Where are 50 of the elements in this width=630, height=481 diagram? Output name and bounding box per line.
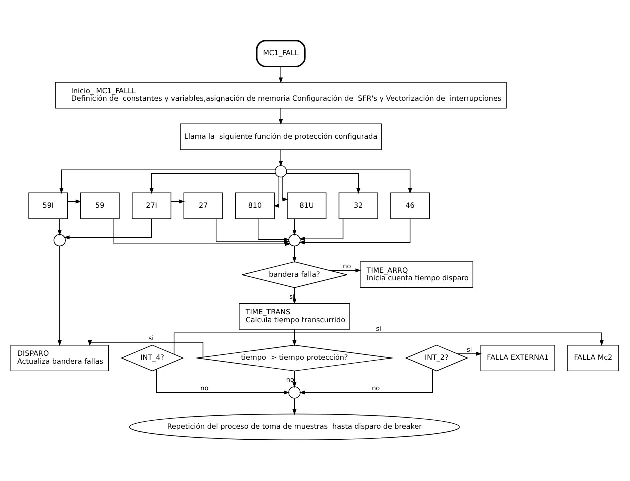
- arrow: [60, 170, 276, 194]
- node-box: Inicio_ MC1_FALLL Definición de constantes y variables,asignación de memoria Configuración de SFR's y Vectorización de interrupciones: [55, 82, 507, 109]
- arrow: [258, 218, 290, 242]
- node-circle: [54, 234, 66, 247]
- arrow: [88, 340, 204, 358]
- arrow: [286, 173, 361, 194]
- arrow: [329, 268, 362, 273]
- arrow: [58, 246, 62, 346]
- node-box: 46: [390, 192, 430, 220]
- node-box: 59I: [28, 192, 68, 220]
- node-box: 32: [338, 192, 378, 220]
- arrow: [292, 288, 297, 305]
- node-ellipse: Repetición del proceso de toma de muestras hasta disparo de breaker: [129, 414, 460, 440]
- arrow: [150, 173, 276, 194]
- arrow: [300, 369, 434, 395]
- arrow: [174, 332, 604, 355]
- node-diamond: tiempo > tiempo protección?: [196, 344, 394, 372]
- arrow: [292, 218, 297, 236]
- node-box: 27: [184, 192, 224, 220]
- node-box: MC1_FALL: [256, 40, 306, 68]
- arrow: [279, 150, 284, 167]
- arrow: [292, 398, 297, 416]
- node-box: 81U: [287, 192, 327, 220]
- node-box: TIME_TRANS Calcula tiempo transcurrido: [239, 303, 350, 330]
- node-box: Llama la siguiente función de protección configurada: [180, 124, 382, 150]
- arrow: [292, 329, 297, 346]
- arrow: [279, 66, 284, 84]
- node-circle: [274, 165, 288, 178]
- node-box: 27I: [132, 192, 172, 220]
- node-diamond: INT_4?: [120, 344, 184, 372]
- node-circle: [288, 234, 301, 247]
- arrow: [274, 176, 280, 208]
- arrow: [58, 218, 62, 236]
- arrow: [156, 369, 290, 395]
- node-box: 59: [80, 192, 120, 220]
- node-box: 810: [235, 192, 275, 220]
- arrow: [282, 176, 288, 202]
- arrow: [457, 352, 482, 356]
- node-box: FALLA Mc2: [568, 344, 620, 372]
- arrow: [286, 170, 412, 194]
- arrow: [299, 218, 344, 242]
- arrow: [279, 108, 284, 126]
- arrow: [292, 370, 297, 388]
- node-box: FALLA EXTERNA1: [480, 344, 556, 372]
- arrow: [299, 218, 411, 245]
- node-circle: [288, 386, 301, 399]
- node-box: TIME_ARRQ Inicia cuenta tiempo disparo: [360, 262, 474, 288]
- node-box: DISPARO Actualiza bandera fallas: [10, 344, 110, 372]
- arrow: [292, 246, 297, 263]
- arrow: [64, 218, 152, 240]
